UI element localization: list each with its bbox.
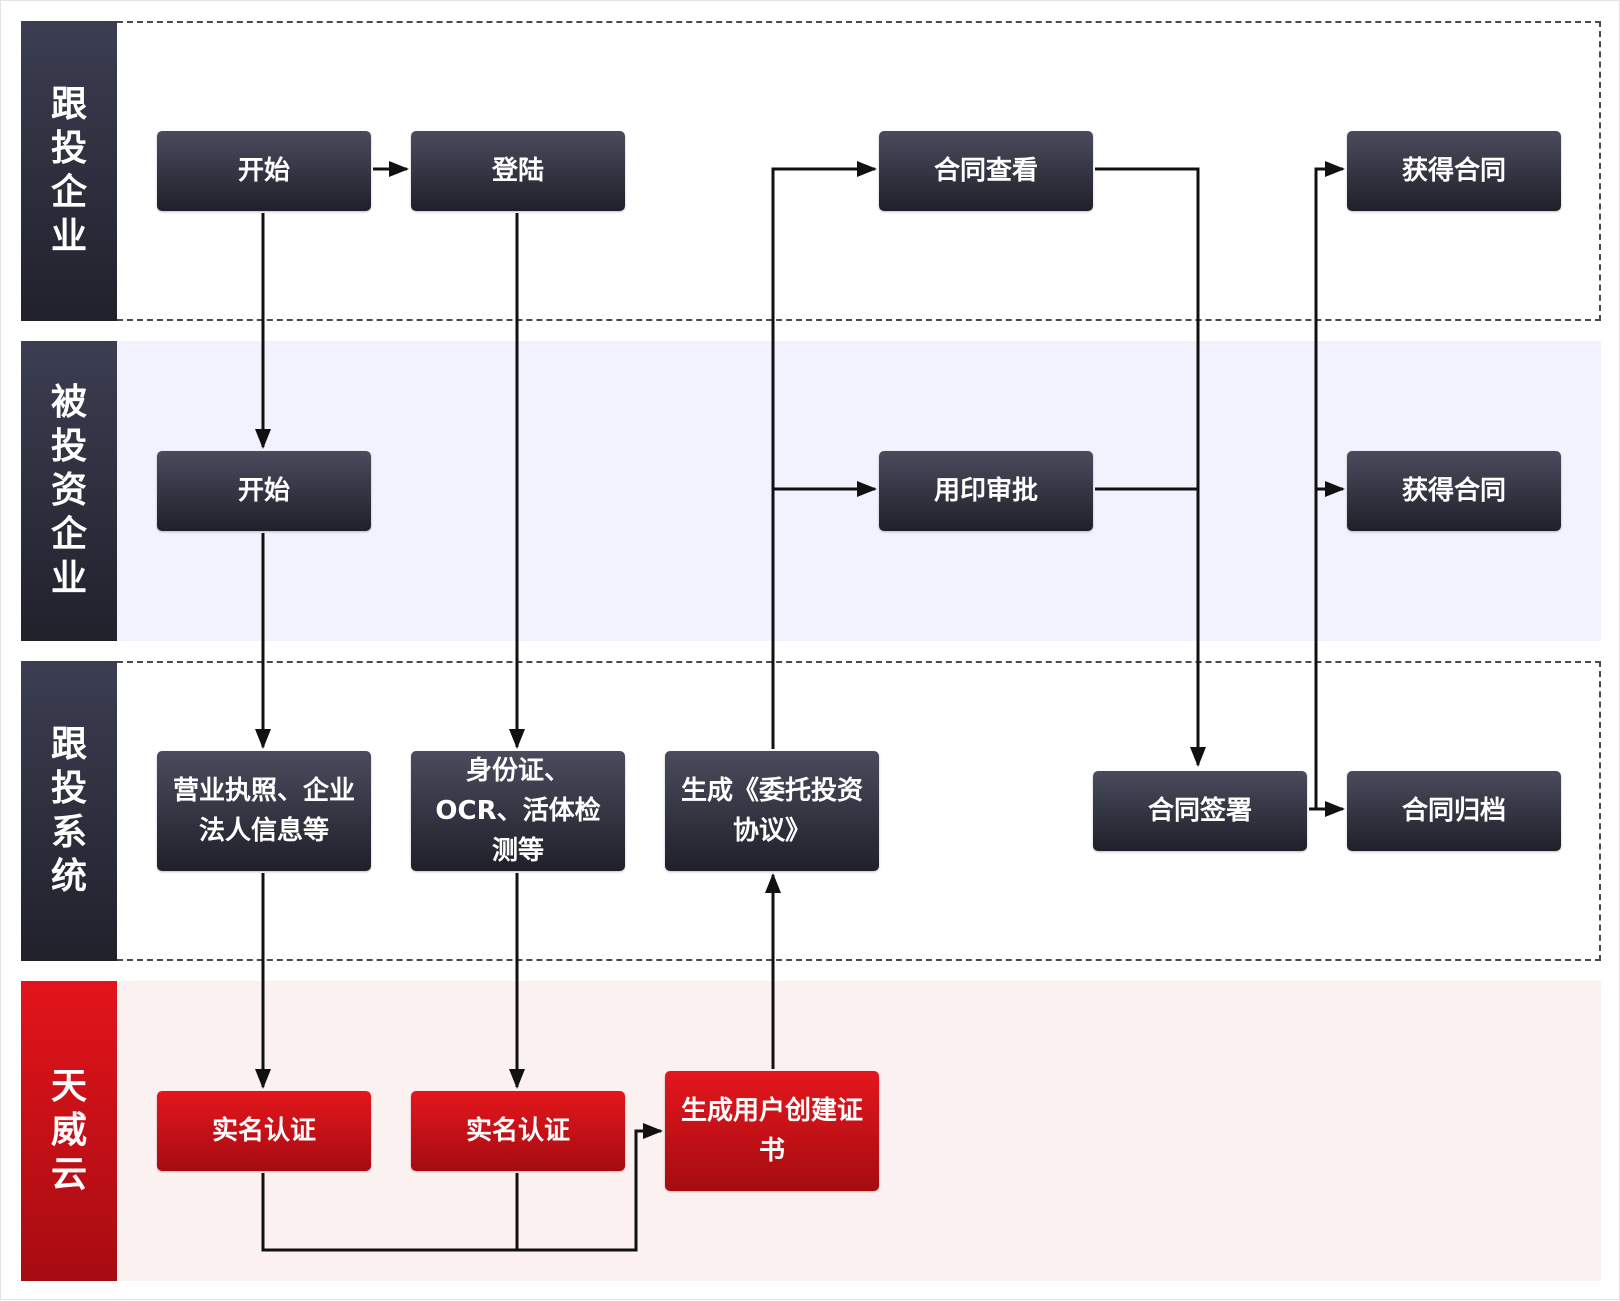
node-start-invested-company[interactable]: 开始 xyxy=(157,451,371,531)
edge-sign-to-obtain-1 xyxy=(1314,161,1345,809)
node-id-ocr-liveness[interactable]: 身份证、OCR、活体检测等 xyxy=(411,751,625,871)
edge-agreement-to-contract-view xyxy=(771,161,877,749)
node-realname-auth-enterprise[interactable]: 实名认证 xyxy=(157,1091,371,1171)
node-start-follow-investor[interactable]: 开始 xyxy=(157,131,371,211)
node-contract-archive[interactable]: 合同归档 xyxy=(1347,771,1561,851)
node-generate-user-certificate[interactable]: 生成用户创建证书 xyxy=(665,1071,879,1191)
node-business-license-info[interactable]: 营业执照、企业法人信息等 xyxy=(157,751,371,871)
node-obtain-contract-follow[interactable]: 获得合同 xyxy=(1347,131,1561,211)
node-generate-agreement[interactable]: 生成《委托投资协议》 xyxy=(665,751,879,871)
lane-label-invested-company: 被投资企业 xyxy=(21,341,117,641)
node-realname-auth-person[interactable]: 实名认证 xyxy=(411,1091,625,1171)
lane-label-tianweiyun: 天威云 xyxy=(21,981,117,1281)
lane-label-follow-investor: 跟投企业 xyxy=(21,21,117,321)
node-login[interactable]: 登陆 xyxy=(411,131,625,211)
lane-follow-system-area xyxy=(117,661,1601,961)
node-obtain-contract-invested[interactable]: 获得合同 xyxy=(1347,451,1561,531)
node-contract-sign[interactable]: 合同签署 xyxy=(1093,771,1307,851)
edge-realname-1-to-cert xyxy=(261,1123,663,1252)
node-contract-view[interactable]: 合同查看 xyxy=(879,131,1093,211)
node-seal-approval[interactable]: 用印审批 xyxy=(879,451,1093,531)
lane-follow-investor-area xyxy=(117,21,1601,321)
lane-label-follow-system: 跟投系统 xyxy=(21,661,117,961)
edge-contract-view-to-sign xyxy=(1095,167,1206,767)
